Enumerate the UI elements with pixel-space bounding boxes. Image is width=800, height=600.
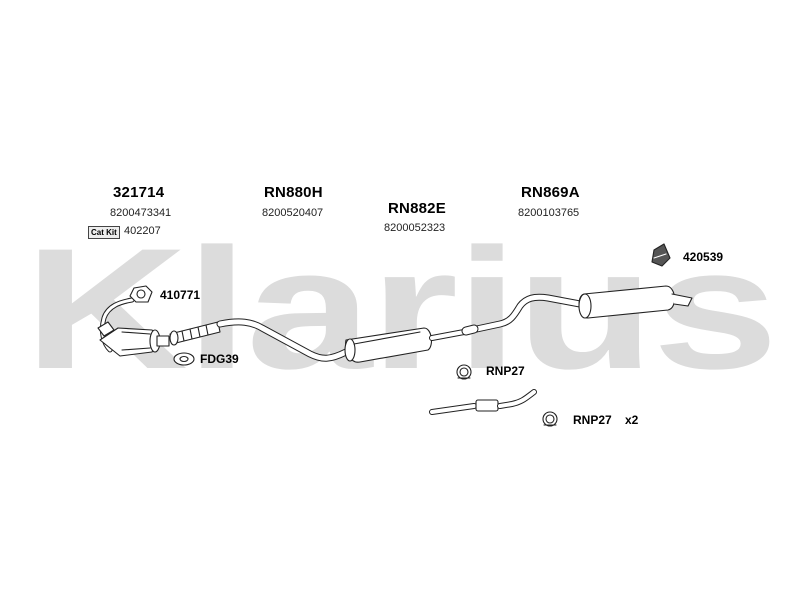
part-code-321714: 321714 [113,184,165,201]
rear-silencer-icon [578,285,693,319]
part-code-rn869a: RN869A [521,184,580,201]
oem-number-1: 8200473341 [110,207,172,219]
clamp-qty: x2 [625,413,639,427]
flexi-pipe-icon [169,321,221,346]
oem-number-2: 8200520407 [262,207,324,219]
cat-kit-badge: Cat Kit [88,226,120,239]
cat-kit-code: 402207 [124,225,161,237]
clamp-code-1: RNP27 [486,364,525,378]
flange-gasket-icon [173,352,195,366]
flange-gasket-code: FDG39 [200,352,239,366]
oem-number-4: 8200103765 [518,207,580,219]
part-code-rn880h: RN880H [264,184,323,201]
clamp-code-2: RNP27 [573,413,612,427]
clamp-icon [456,364,472,380]
gasket-icon [129,285,153,303]
oem-number-3: 8200052323 [384,222,446,234]
hanger-code: 420539 [683,250,724,264]
clamp-icon [542,411,558,427]
pipe-pieces [429,389,537,415]
catalyst-icon [97,297,170,357]
rubber-hanger-icon [651,243,671,267]
gasket-code: 410771 [160,288,201,302]
silencer-icon [344,327,433,363]
part-code-rn882e: RN882E [388,200,446,217]
